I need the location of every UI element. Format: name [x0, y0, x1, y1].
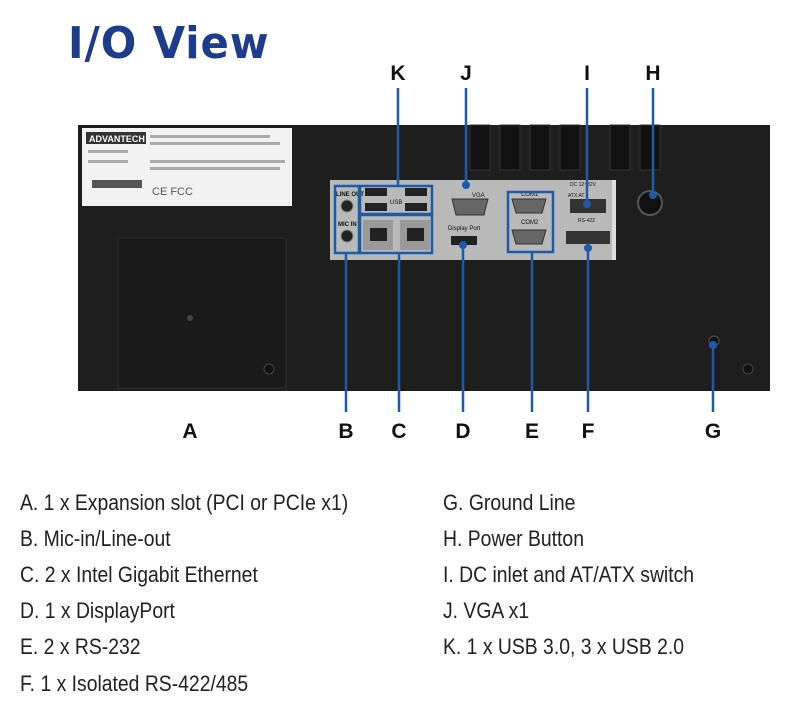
svg-text:DC 12~32V: DC 12~32V [570, 182, 597, 188]
legend-item-g: G. Ground Line [443, 490, 576, 515]
vga-port-label: VGA [472, 193, 485, 199]
fan-vents [469, 124, 661, 171]
callout-h: H [645, 62, 661, 85]
svg-text:CE FCC: CE FCC [152, 186, 193, 198]
legend-item-i: I. DC inlet and AT/ATX switch [443, 562, 695, 587]
callout-a: A [182, 420, 198, 443]
svg-text:ATX AT: ATX AT [568, 193, 584, 199]
displayport: Display Port [448, 226, 481, 245]
product-label: ADVANTECH CE FCC [82, 128, 292, 206]
legend-item-e: E. 2 x RS-232 [20, 634, 141, 659]
lan-ports [363, 220, 430, 250]
legend-item-k: K. 1 x USB 3.0, 3 x USB 2.0 [443, 634, 685, 659]
page-title: I/O View [68, 18, 270, 69]
expansion-slot-cover [117, 237, 287, 389]
callout-k: K [390, 62, 406, 85]
callout-e: E [524, 420, 540, 443]
audio-jacks: LINE OUT MIC IN [336, 192, 364, 243]
legend-item-d: D. 1 x DisplayPort [20, 598, 175, 623]
callout-g: G [704, 420, 722, 443]
legend-item-f: F. 1 x Isolated RS-422/485 [20, 671, 249, 696]
svg-text:LINE OUT: LINE OUT [336, 192, 364, 198]
svg-text:COM2: COM2 [521, 220, 539, 226]
svg-text:Display Port: Display Port [448, 226, 481, 232]
callout-i: I [584, 62, 590, 85]
callout-lines [333, 88, 715, 412]
rs422-terminal: RS-422 [566, 218, 610, 244]
usb-ports: USB [365, 188, 427, 211]
legend-item-b: B. Mic-in/Line-out [20, 526, 171, 551]
legend-item-a: A. 1 x Expansion slot (PCI or PCIe x1) [20, 490, 349, 515]
svg-text:RS-422: RS-422 [578, 218, 595, 224]
vga-port [451, 198, 489, 216]
svg-text:MIC IN: MIC IN [338, 222, 357, 228]
callout-j: J [460, 62, 472, 85]
svg-text:USB: USB [390, 200, 402, 206]
callout-f: F [581, 420, 595, 443]
com-ports: COM1 COM2 [511, 192, 547, 245]
svg-text:COM1: COM1 [521, 192, 539, 198]
callout-d: D [455, 420, 471, 443]
callout-b: B [338, 420, 354, 443]
legend-item-h: H. Power Button [443, 526, 584, 551]
legend-item-c: C. 2 x Intel Gigabit Ethernet [20, 562, 258, 587]
callout-c: C [391, 420, 407, 443]
svg-text:ADVANTECH: ADVANTECH [89, 134, 145, 144]
legend-item-j: J. VGA x1 [443, 598, 530, 623]
